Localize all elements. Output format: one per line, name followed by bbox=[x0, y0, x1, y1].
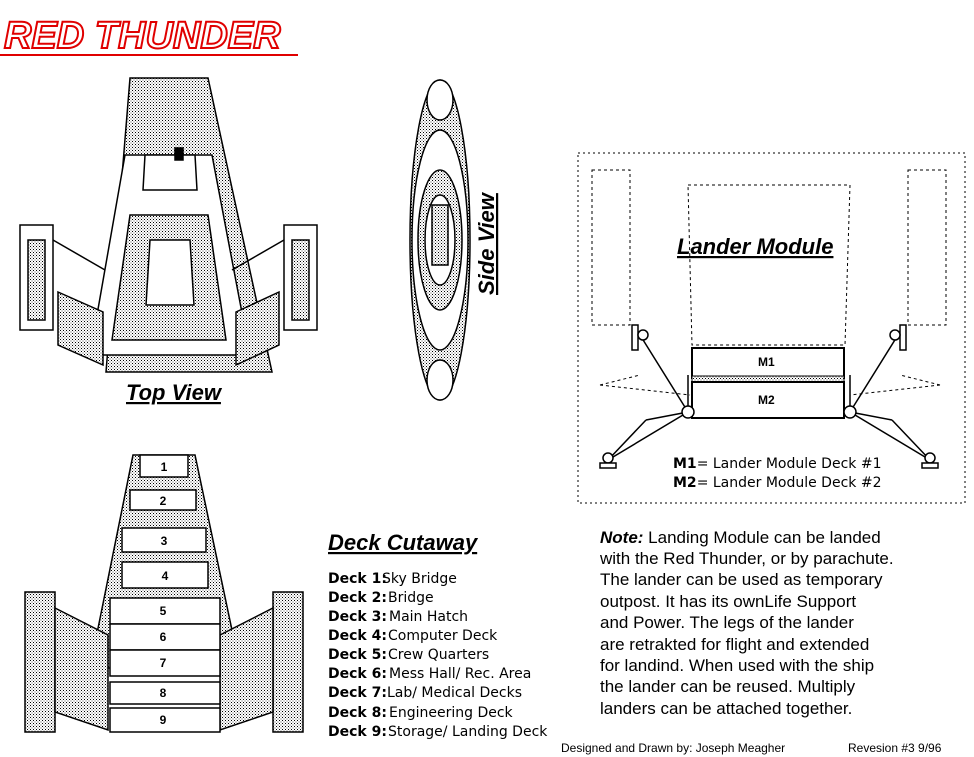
deck-key: Deck 7: bbox=[328, 685, 387, 701]
note-text: Note: Landing Module can be landed with … bbox=[599, 528, 894, 718]
deck-item: Deck 5:Crew Quarters bbox=[328, 647, 489, 663]
note-line: with the Red Thunder, or by parachute. bbox=[599, 549, 894, 568]
deck-cutaway-label: Deck Cutaway bbox=[328, 530, 479, 555]
deck-key: Deck 8: bbox=[328, 705, 387, 721]
lander-module-label: Lander Module bbox=[677, 234, 833, 259]
legend-m1: M1= Lander Module Deck #1 bbox=[673, 456, 881, 472]
deck-name: Storage/ Landing Deck bbox=[388, 724, 548, 740]
legend-key: M1 bbox=[673, 456, 697, 472]
deck-key: Deck 4: bbox=[328, 628, 387, 644]
credit-text: Designed and Drawn by: Joseph Meagher bbox=[561, 741, 785, 755]
note-line: landers can be attached together. bbox=[600, 699, 852, 718]
legend-text: = Lander Module Deck #2 bbox=[697, 475, 882, 491]
deck-key: Deck 2: bbox=[328, 590, 387, 606]
note-line: outpost. It has its ownLife Support bbox=[600, 592, 856, 611]
m2-label: M2 bbox=[758, 393, 775, 407]
note-line: The lander can be used as temporary bbox=[600, 570, 883, 589]
note-line: are retrakted for flight and extended bbox=[600, 635, 869, 654]
deck-list: Deck 1:Sky Bridge Deck 2:Bridge Deck 3:M… bbox=[328, 571, 548, 740]
note-line-text: Landing Module can be landed bbox=[643, 528, 880, 547]
deck-number: 3 bbox=[161, 534, 168, 548]
deck-key: Deck 3: bbox=[328, 609, 387, 625]
deck-key: Deck 9: bbox=[328, 724, 387, 740]
legend-text: = Lander Module Deck #1 bbox=[697, 456, 882, 472]
deck-number: 5 bbox=[160, 604, 167, 618]
legend-m2: M2= Lander Module Deck #2 bbox=[673, 475, 881, 491]
deck-number: 6 bbox=[160, 630, 167, 644]
deck-name: Computer Deck bbox=[388, 628, 498, 644]
note-line: Note: Landing Module can be landed bbox=[600, 528, 881, 547]
deck-item: Deck 8:Engineering Deck bbox=[328, 705, 514, 721]
deck-item: Deck 2:Bridge bbox=[328, 590, 434, 606]
legend-key: M2 bbox=[673, 475, 697, 491]
deck-cutaway-drawing bbox=[24, 454, 304, 733]
lander-module-panel: Lander Module M1 M2 M1= Lander Module De… bbox=[577, 152, 966, 504]
deck-key: Deck 6: bbox=[328, 666, 387, 682]
deck-number: 7 bbox=[160, 656, 167, 670]
deck-number: 1 bbox=[161, 460, 168, 474]
side-view-drawing bbox=[409, 79, 471, 401]
note-line: for landind. When used with the ship bbox=[600, 656, 874, 675]
deck-name: Mess Hall/ Rec. Area bbox=[389, 666, 531, 682]
deck-number: 8 bbox=[160, 686, 167, 700]
title-text: RED THUNDER bbox=[4, 15, 281, 57]
side-view-label: Side View bbox=[474, 191, 499, 295]
deck-item: Deck 3:Main Hatch bbox=[328, 609, 468, 625]
deck-key: Deck 5: bbox=[328, 647, 387, 663]
revision-text: Revesion #3 9/96 bbox=[848, 741, 942, 755]
deck-item: Deck 7:Lab/ Medical Decks bbox=[328, 685, 522, 701]
deck-item: Deck 4:Computer Deck bbox=[328, 628, 498, 644]
deck-number: 2 bbox=[160, 494, 167, 508]
deck-name: Sky Bridge bbox=[382, 571, 457, 587]
deck-name: Bridge bbox=[388, 590, 434, 606]
deck-name: Crew Quarters bbox=[388, 647, 489, 663]
deck-item: Deck 1:Sky Bridge bbox=[328, 571, 457, 587]
deck-number: 9 bbox=[160, 713, 167, 727]
deck-name: Main Hatch bbox=[389, 609, 468, 625]
top-view-label: Top View bbox=[126, 380, 223, 405]
deck-item: Deck 9:Storage/ Landing Deck bbox=[328, 724, 548, 740]
deck-numbers: 1 2 3 4 5 6 7 8 9 bbox=[160, 460, 169, 727]
note-label: Note: bbox=[600, 528, 643, 547]
title: RED THUNDER bbox=[0, 14, 298, 58]
note-line: and Power. The legs of the lander bbox=[600, 613, 854, 632]
deck-item: Deck 6:Mess Hall/ Rec. Area bbox=[328, 666, 531, 682]
m1-label: M1 bbox=[758, 355, 775, 369]
top-view-drawing bbox=[19, 77, 318, 373]
deck-name: Engineering Deck bbox=[389, 705, 514, 721]
deck-name: Lab/ Medical Decks bbox=[387, 685, 522, 701]
deck-number: 4 bbox=[162, 569, 169, 583]
note-line: the lander can be reused. Multiply bbox=[600, 677, 856, 696]
deck-key: Deck 1: bbox=[328, 571, 387, 587]
